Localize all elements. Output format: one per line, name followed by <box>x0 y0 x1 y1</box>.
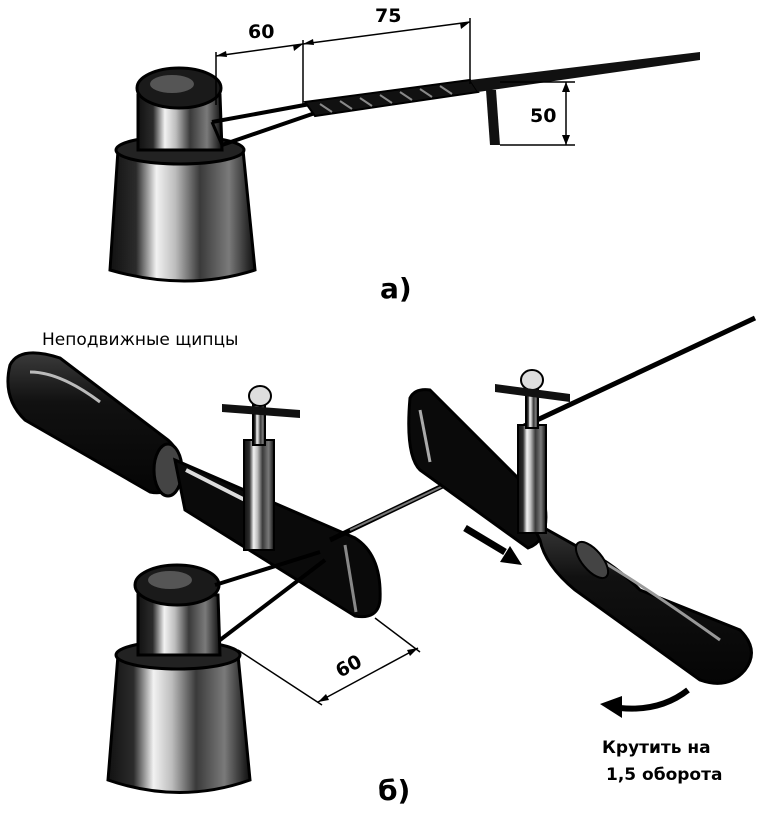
fixed-pliers-left <box>6 351 382 619</box>
twisted-wire-b <box>214 315 757 642</box>
dim-label-75-a: 75 <box>375 5 401 27</box>
rotating-pliers-right <box>407 369 753 685</box>
dim-label-50-a: 50 <box>530 105 556 127</box>
dim-label-60-b: 60 <box>332 651 366 683</box>
instruction-line-2: 1,5 оборота <box>606 765 722 785</box>
twisted-wire-a <box>210 52 700 147</box>
figure-b: Неподвижные щипцы <box>6 315 757 807</box>
dimension-lines-a <box>215 18 575 146</box>
dim-label-60-a: 60 <box>248 21 274 43</box>
pull-arrow-icon <box>463 524 522 565</box>
dimension-lines-b <box>237 617 421 706</box>
figure-a: 60 75 50 а) <box>108 5 700 305</box>
figure-b-label: б) <box>378 774 410 807</box>
weight-block-b <box>106 563 252 794</box>
rotate-arrow-icon <box>600 687 690 718</box>
figure-a-label: а) <box>380 272 412 305</box>
instruction-line-1: Крутить на <box>602 738 711 758</box>
fixed-pliers-caption: Неподвижные щипцы <box>42 330 238 350</box>
weight-block-a <box>108 66 257 283</box>
